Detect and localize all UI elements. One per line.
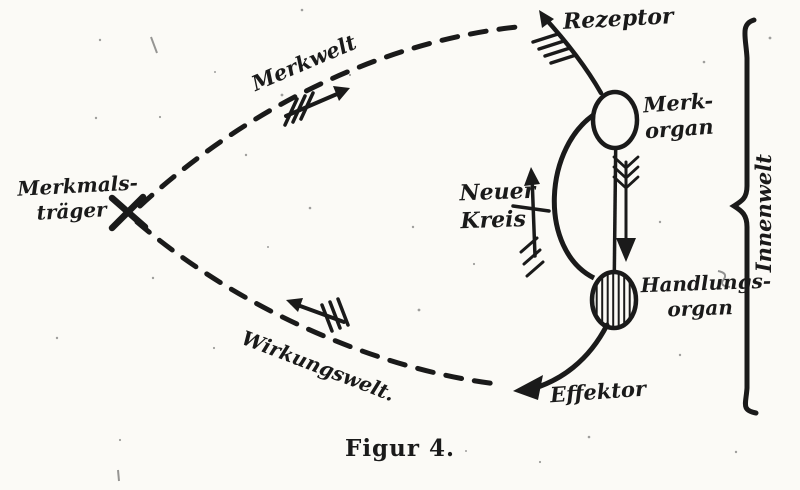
neuer-kreis-label-line2: Kreis [460,205,527,234]
neuer-kreis-arc [551,109,600,281]
merkorgan-label-line2: organ [644,113,715,144]
efferent-arrow-icon [612,155,640,262]
neuer-kreis-label-line1: Neuer [459,177,536,207]
figure-caption: Figur 4. [344,435,455,462]
merkwelt-arrow-icon [283,86,350,127]
neuer-kreis-label: Neuer Kreis [459,178,537,236]
wirkungswelt-dashed-curve [134,219,500,387]
handlungsorgan-label-line2: organ [667,295,734,322]
handlungsorgan-hatch [589,269,639,331]
rezeptor-label: Rezeptor [562,3,675,35]
merkorgan-label: Merk- organ [642,88,716,145]
wirkungswelt-arrow-icon [286,297,350,333]
innenwelt-label: Innenwelt [750,154,776,273]
merkmalstraeger-label: Merkmals- träger [17,170,139,226]
merkmalstraeger-label-line1: Merkmals- [16,170,139,201]
rezeptor-arrow-icon [531,10,604,96]
effektor-arrow-icon [513,322,610,400]
x-mark-icon [108,193,149,232]
merkwelt-dashed-curve [137,23,530,209]
innenwelt-brace [729,17,759,416]
neuer-kreis-arrow-icon [511,167,551,278]
merkorgan-label-line1: Merk- [642,87,714,118]
merkorgan-circle [590,89,640,151]
pencil-mark [717,270,731,288]
